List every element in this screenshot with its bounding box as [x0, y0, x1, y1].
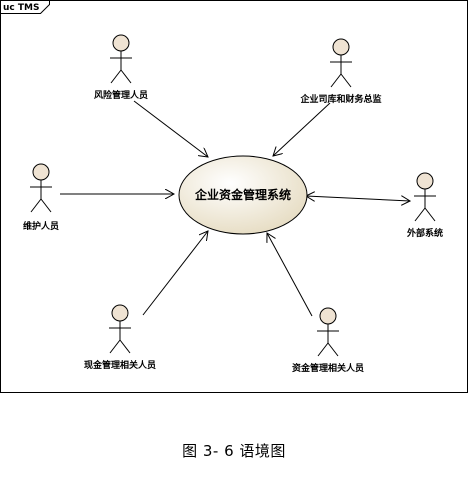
actor-label-cash: 现金管理相关人员 — [84, 359, 156, 371]
actor-label-cfo: 企业司库和财务总监 — [299, 93, 381, 105]
actor-label-ext: 外部系统 — [406, 227, 443, 239]
system-use-case: 企业资金管理系统 — [178, 155, 308, 235]
association-cfo — [273, 102, 331, 156]
system-label: 企业资金管理系统 — [194, 187, 291, 202]
associations — [60, 100, 410, 317]
actor-treasury-cfo: 企业司库和财务总监 — [299, 38, 382, 105]
actor-maintenance: 维护人员 — [23, 163, 59, 232]
association-ext — [306, 196, 410, 201]
actor-label-risk: 风险管理人员 — [94, 89, 148, 101]
association-cash — [142, 231, 208, 316]
actor-risk-management: 风险管理人员 — [94, 34, 148, 101]
figure-caption: 图 3- 6 语境图 — [182, 442, 286, 460]
actor-label-fund: 资金管理相关人员 — [292, 362, 364, 374]
actor-cash-management: 现金管理相关人员 — [84, 304, 156, 371]
actor-external-system: 外部系统 — [406, 172, 443, 239]
actor-fund-management: 资金管理相关人员 — [292, 307, 364, 374]
frame-label: uc TMS — [3, 3, 39, 13]
association-risk — [133, 100, 208, 157]
association-fund — [267, 233, 313, 317]
actor-label-maint: 维护人员 — [23, 220, 59, 232]
